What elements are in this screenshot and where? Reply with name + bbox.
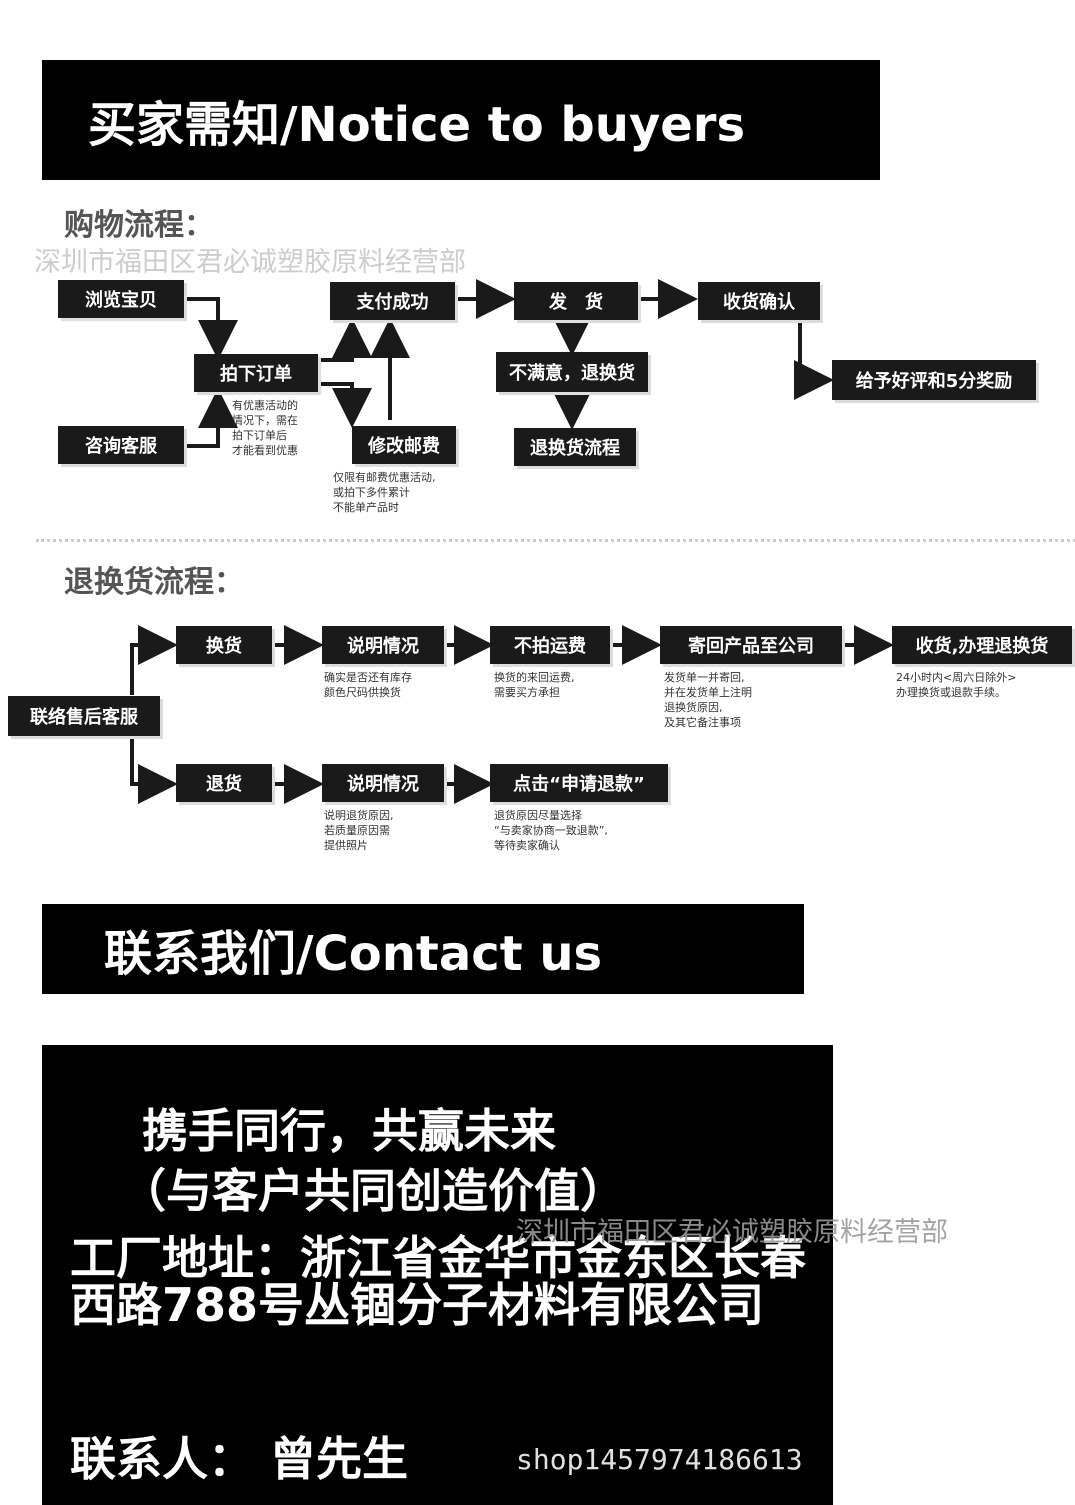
ship-box: 发 货 — [514, 282, 638, 320]
notice-banner: 买家需知/Notice to buyers — [42, 60, 880, 180]
apply-refund-note: 退货原因尽量选择“与卖家协商一致退款”,等待卖家确认 — [494, 809, 608, 852]
contact-person: 联系人： 曾先生 — [70, 1432, 409, 1486]
slogan: 携手同行，共赢未来 — [142, 1104, 556, 1158]
refund-box: 退货 — [176, 764, 272, 802]
contact-banner: 联系我们/Contact us — [42, 904, 804, 994]
contact-info-panel: 携手同行，共赢未来 （与客户共同创造价值） 工厂地址：浙江省金华市金东区长春西路… — [42, 1045, 833, 1505]
exchange-box: 换货 — [176, 626, 272, 664]
watermark-top: 深圳市福田区君必诚塑胶原料经营部 — [34, 247, 466, 278]
refund-explain-note: 说明退货原因,若质量原因需提供照片 — [324, 809, 394, 852]
send-back-note: 发货单一并寄回,并在发货单上注明退换货原因,及其它备注事项 — [664, 671, 752, 729]
shipping-fee-note: 换货的来回运费,需要买方承担 — [494, 671, 575, 699]
section-divider — [36, 539, 1075, 542]
return-flow-title: 退换货流程： — [64, 565, 244, 600]
watermark-bottom: 深圳市福田区君必诚塑胶原料经营部 — [516, 1217, 948, 1248]
shopping-flow-title: 购物流程： — [64, 208, 214, 243]
receive-note: 24小时内<周六日除外>办理换货或退款手续。 — [896, 671, 1017, 699]
contact-title: 联系我们/Contact us — [104, 926, 603, 982]
consult-box: 咨询客服 — [58, 426, 184, 464]
browse-box: 浏览宝贝 — [58, 280, 184, 318]
shipping-note: 仅限有邮费优惠活动,或拍下多件累计不能单产品时 — [333, 471, 436, 514]
return-process-box: 退换货流程 — [514, 428, 636, 466]
refund-explain-box: 说明情况 — [322, 764, 444, 802]
notice-title: 买家需知/Notice to buyers — [88, 97, 746, 153]
factory-address: 工厂地址：浙江省金华市金东区长春西路788号丛锢分子材料有限公司 — [70, 1231, 806, 1332]
slogan-sub: （与客户共同创造价值） — [120, 1164, 626, 1218]
apply-refund-box: 点击“申请退款” — [490, 764, 668, 802]
send-back-box: 寄回产品至公司 — [660, 626, 842, 664]
exchange-explain-box: 说明情况 — [322, 626, 444, 664]
unsatisfied-box: 不满意，退换货 — [496, 352, 648, 392]
receive-process-box: 收货,办理退换货 — [892, 626, 1072, 664]
modify-shipping-box: 修改邮费 — [352, 426, 456, 464]
place-order-box: 拍下订单 — [194, 354, 318, 392]
no-shipping-fee-box: 不拍运费 — [490, 626, 610, 664]
discount-note: 有优惠活动的情况下，需在拍下订单后才能看到优惠 — [232, 399, 298, 457]
shop-id: shop1457974186613 — [516, 1443, 803, 1476]
confirm-receipt-box: 收货确认 — [698, 282, 820, 320]
flow-arrows — [130, 279, 894, 804]
review-reward-box: 给予好评和5分奖励 — [832, 360, 1036, 400]
payment-success-box: 支付成功 — [330, 282, 455, 320]
exchange-explain-note: 确实是否还有库存颜色尺码供换货 — [324, 671, 412, 699]
contact-service-box: 联络售后客服 — [8, 696, 160, 736]
